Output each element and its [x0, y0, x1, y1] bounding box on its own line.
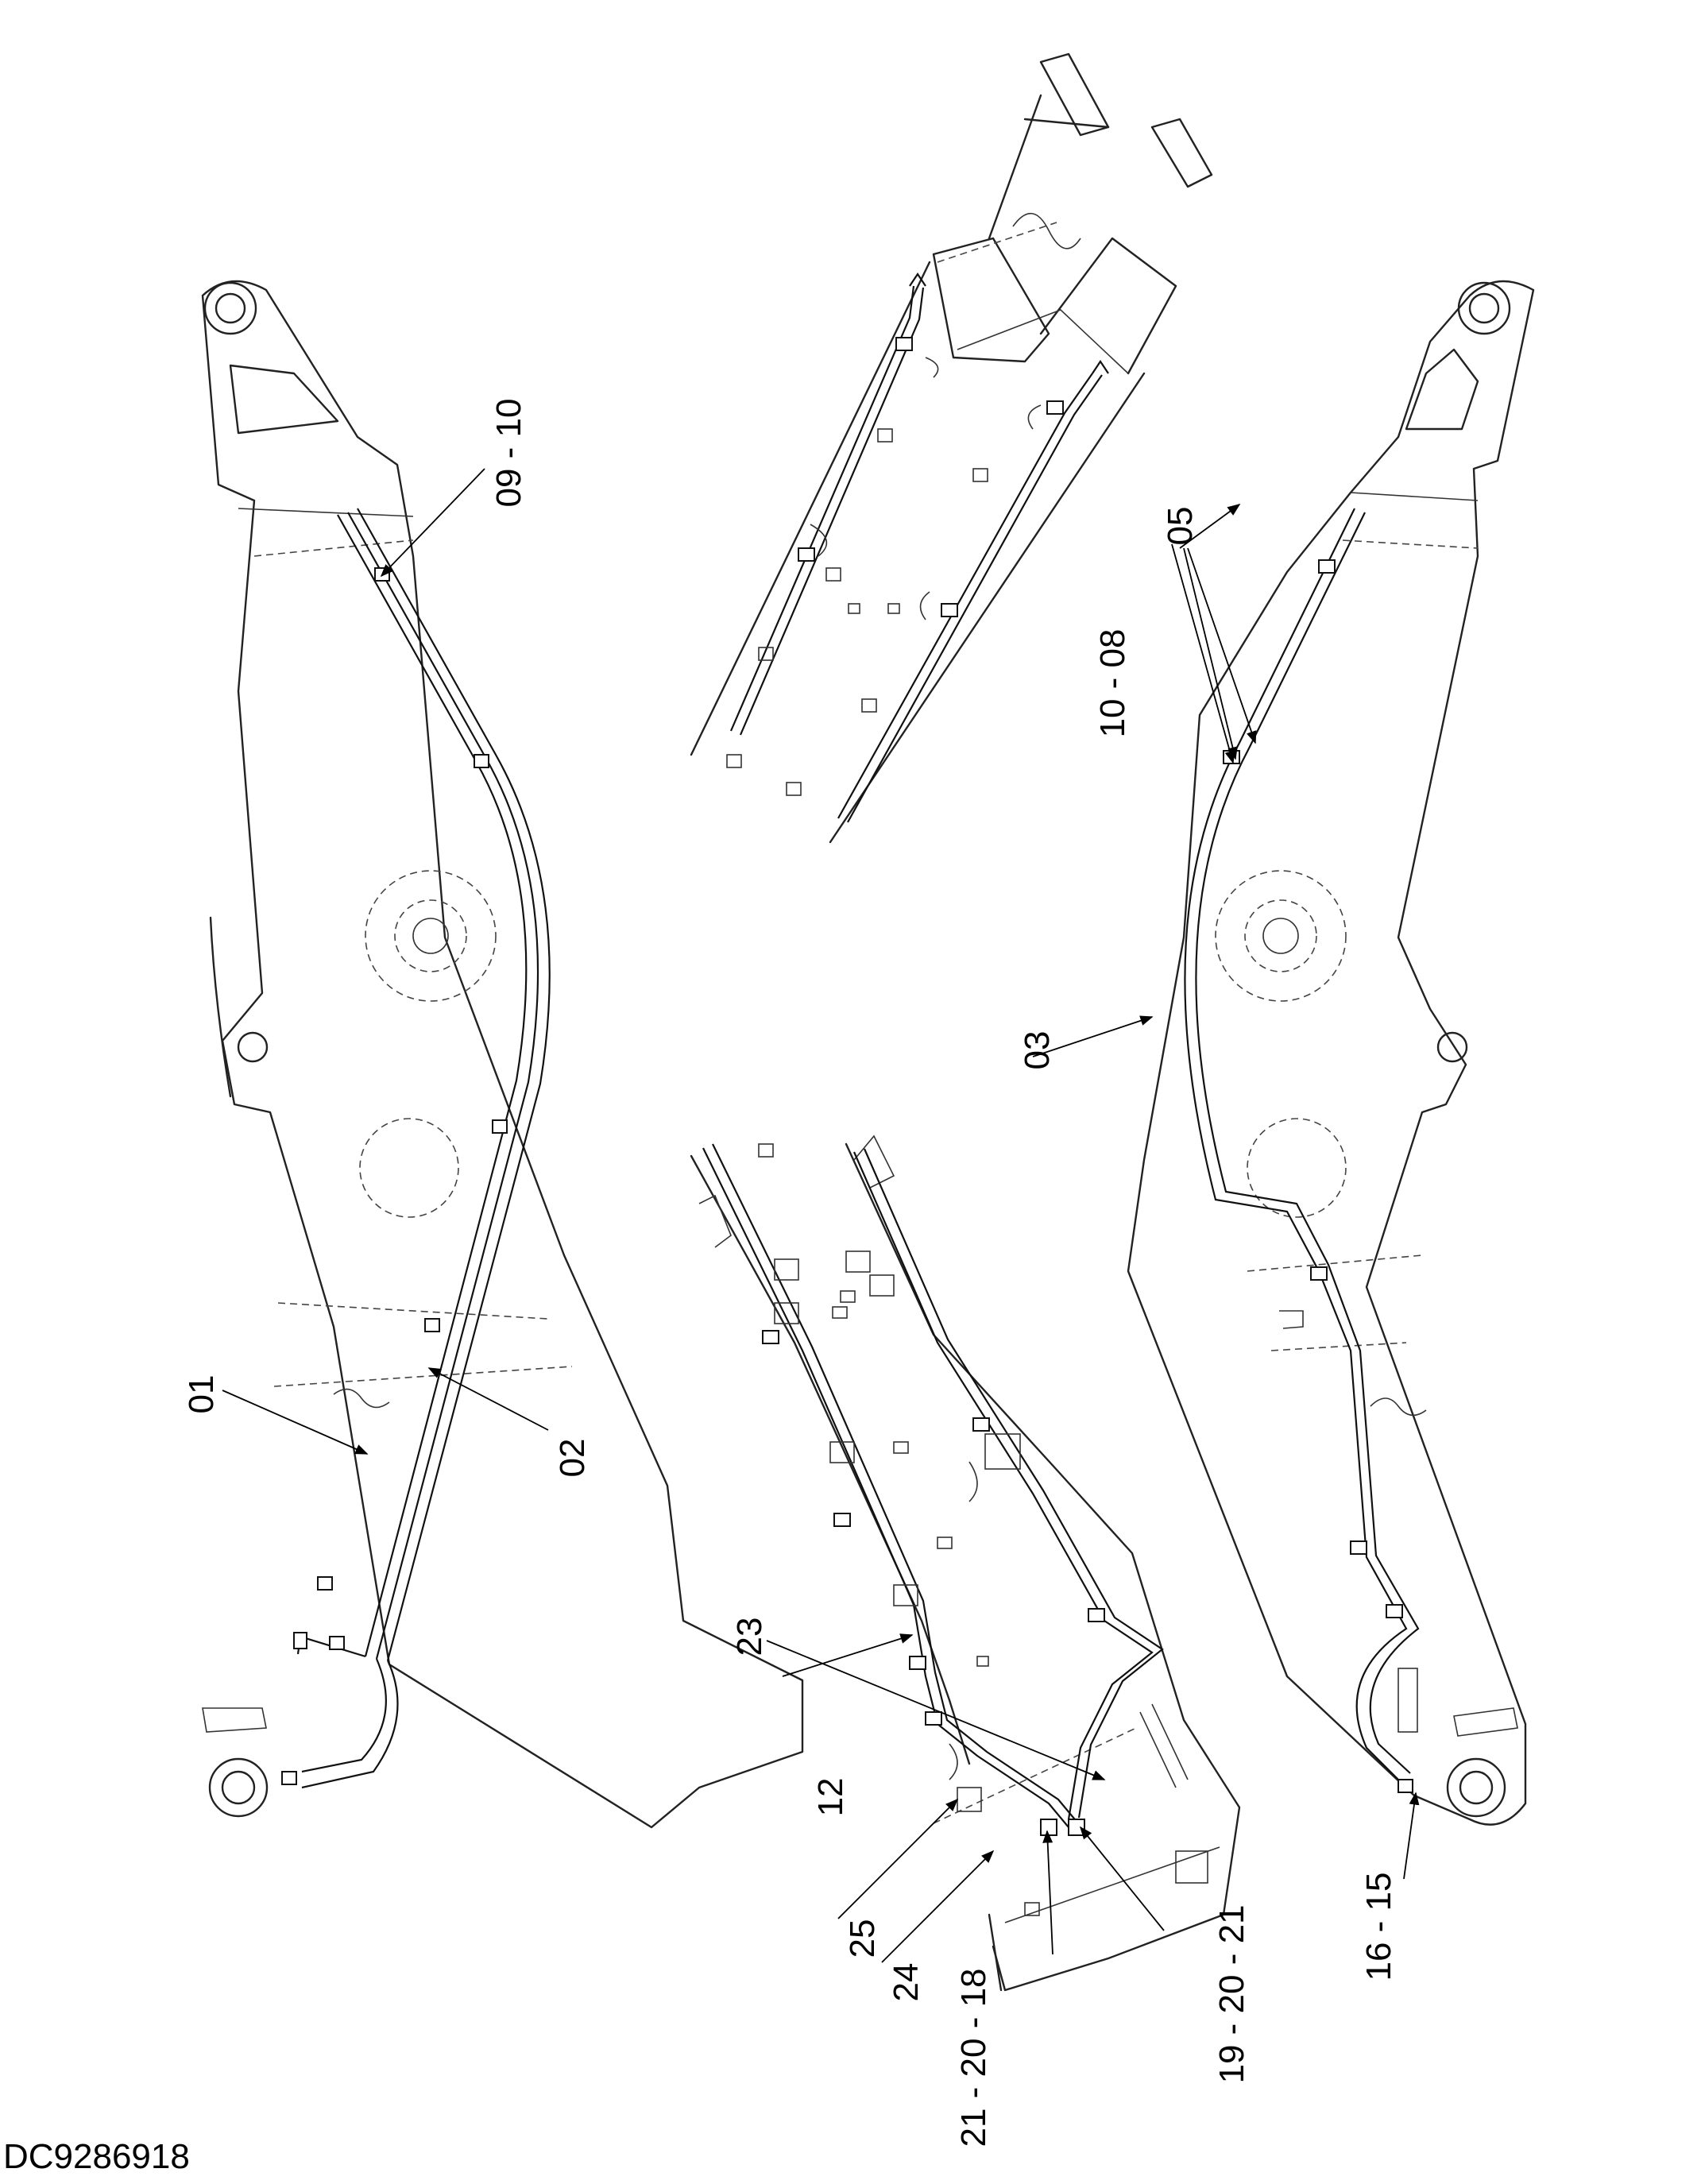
callout-19-20-21: 19 - 20 - 21 — [1212, 1904, 1251, 2083]
bottom-center-arm-section — [690, 1135, 1241, 1992]
callout-21-20-18: 21 - 20 - 18 — [954, 1968, 993, 2147]
callout-01: 01 — [182, 1375, 221, 1414]
callout-10-08: 10 - 08 — [1093, 629, 1132, 738]
document-code: DC9286918 — [3, 2137, 190, 2176]
top-center-arm-section — [690, 52, 1213, 844]
callout-16-15: 16 - 15 — [1359, 1873, 1398, 1981]
callout-25: 25 — [843, 1919, 882, 1958]
callout-12: 12 — [811, 1778, 850, 1817]
callout-24: 24 — [887, 1963, 926, 2002]
callout-05: 05 — [1161, 507, 1200, 546]
leader-lines — [222, 468, 1420, 1963]
callout-09-10: 09 - 10 — [489, 399, 528, 508]
callout-labels: 09 - 10 01 02 05 10 - 08 03 23 12 25 24 … — [182, 399, 1398, 2147]
callout-23: 23 — [730, 1618, 769, 1656]
right-boom — [1127, 280, 1535, 1826]
callout-03: 03 — [1018, 1031, 1057, 1070]
left-boom — [201, 280, 804, 1829]
callout-02: 02 — [553, 1439, 592, 1478]
